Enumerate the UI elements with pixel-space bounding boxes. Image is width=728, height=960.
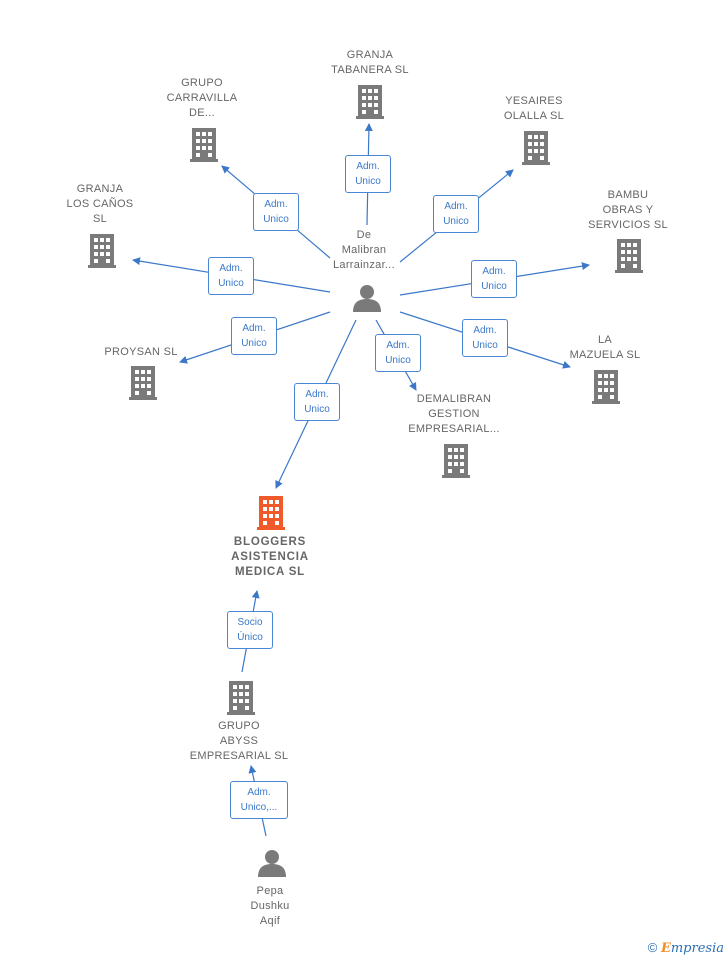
building-icon bbox=[615, 239, 643, 273]
brand-logo-initial: E bbox=[660, 941, 671, 956]
building-icon bbox=[190, 128, 218, 162]
company-label-proysan[interactable]: PROYSAN SL bbox=[104, 346, 178, 358]
company-label-yesaires-olalla[interactable]: YESAIRES OLALLA SL bbox=[503, 95, 565, 122]
copyright-icon: © bbox=[647, 940, 658, 955]
person-label-pepa[interactable]: Pepa Dushku Aqif bbox=[250, 885, 290, 927]
company-label-grupo-carravilla[interactable]: GRUPO CARRAVILLA DE... bbox=[166, 77, 238, 119]
center-person-label[interactable]: De Malibran Larrainzar... bbox=[333, 229, 395, 271]
company-label-bloggers[interactable]: BLOGGERS ASISTENCIA MEDICA SL bbox=[231, 536, 309, 578]
relation-badge: Adm. Unico bbox=[253, 193, 299, 231]
relation-badge: Adm. Unico bbox=[471, 260, 517, 298]
building-icon bbox=[442, 444, 470, 478]
relation-badge: Adm. Unico bbox=[433, 195, 479, 233]
company-label-demalibran[interactable]: DEMALIBRAN GESTION EMPRESARIAL... bbox=[408, 393, 500, 435]
building-icon bbox=[129, 366, 157, 400]
company-label-la-mazuela[interactable]: LA MAZUELA SL bbox=[569, 334, 641, 361]
person-icon bbox=[353, 285, 381, 312]
building-icon bbox=[356, 85, 384, 119]
building-highlight-icon bbox=[257, 496, 285, 530]
company-label-granja-los-canos[interactable]: GRANJA LOS CAÑOS SL bbox=[66, 183, 134, 225]
relation-badge: Adm. Unico bbox=[208, 257, 254, 295]
company-label-grupo-abyss[interactable]: GRUPO ABYSS EMPRESARIAL SL bbox=[189, 720, 289, 762]
company-label-granja-tabanera[interactable]: GRANJA TABANERA SL bbox=[331, 49, 409, 76]
brand-logo-text: mpresia bbox=[670, 941, 724, 956]
relation-badge: Adm. Unico bbox=[294, 383, 340, 421]
relation-badge: Adm. Unico bbox=[231, 317, 277, 355]
relation-badge: Adm. Unico bbox=[375, 334, 421, 372]
relation-badge: Socio Único bbox=[227, 611, 273, 649]
building-icon bbox=[592, 370, 620, 404]
building-icon bbox=[522, 131, 550, 165]
footer-brand[interactable]: © Empresia bbox=[648, 940, 724, 956]
relation-badge: Adm. Unico,... bbox=[230, 781, 288, 819]
relation-badge: Adm. Unico bbox=[345, 155, 391, 193]
person-icon bbox=[258, 850, 286, 877]
company-label-bambu-obras[interactable]: BAMBU OBRAS Y SERVICIOS SL bbox=[588, 189, 668, 231]
building-icon bbox=[88, 234, 116, 268]
building-icon bbox=[227, 681, 255, 715]
relation-badge: Adm. Unico bbox=[462, 319, 508, 357]
